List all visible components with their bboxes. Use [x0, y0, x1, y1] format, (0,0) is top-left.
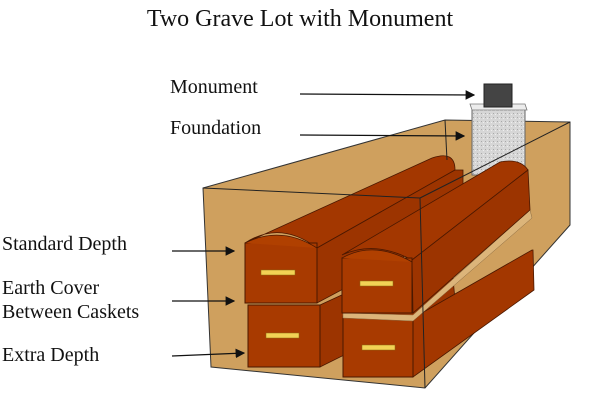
foundation-arrow [299, 131, 466, 141]
monument-arrow [299, 90, 476, 100]
earth-cover-label-line2: Between Caskets [2, 301, 140, 323]
handle [359, 280, 394, 287]
monument-label: Monument [170, 76, 258, 98]
pit-outline [202, 119, 571, 389]
extra-depth-arrow [171, 348, 246, 359]
foundation-label: Foundation [170, 117, 262, 139]
monument [483, 83, 513, 108]
standard-depth-label: Standard Depth [2, 233, 127, 255]
casket-upper-right [341, 160, 531, 314]
handle [260, 269, 296, 276]
handle [361, 344, 396, 351]
handle [265, 332, 300, 339]
diagram-title: Two Grave Lot with Monument [146, 6, 454, 32]
casket-lower-right [342, 249, 535, 378]
earth-cover-label-line1: Earth Cover [2, 277, 100, 299]
extra-depth-label: Extra Depth [2, 344, 100, 366]
